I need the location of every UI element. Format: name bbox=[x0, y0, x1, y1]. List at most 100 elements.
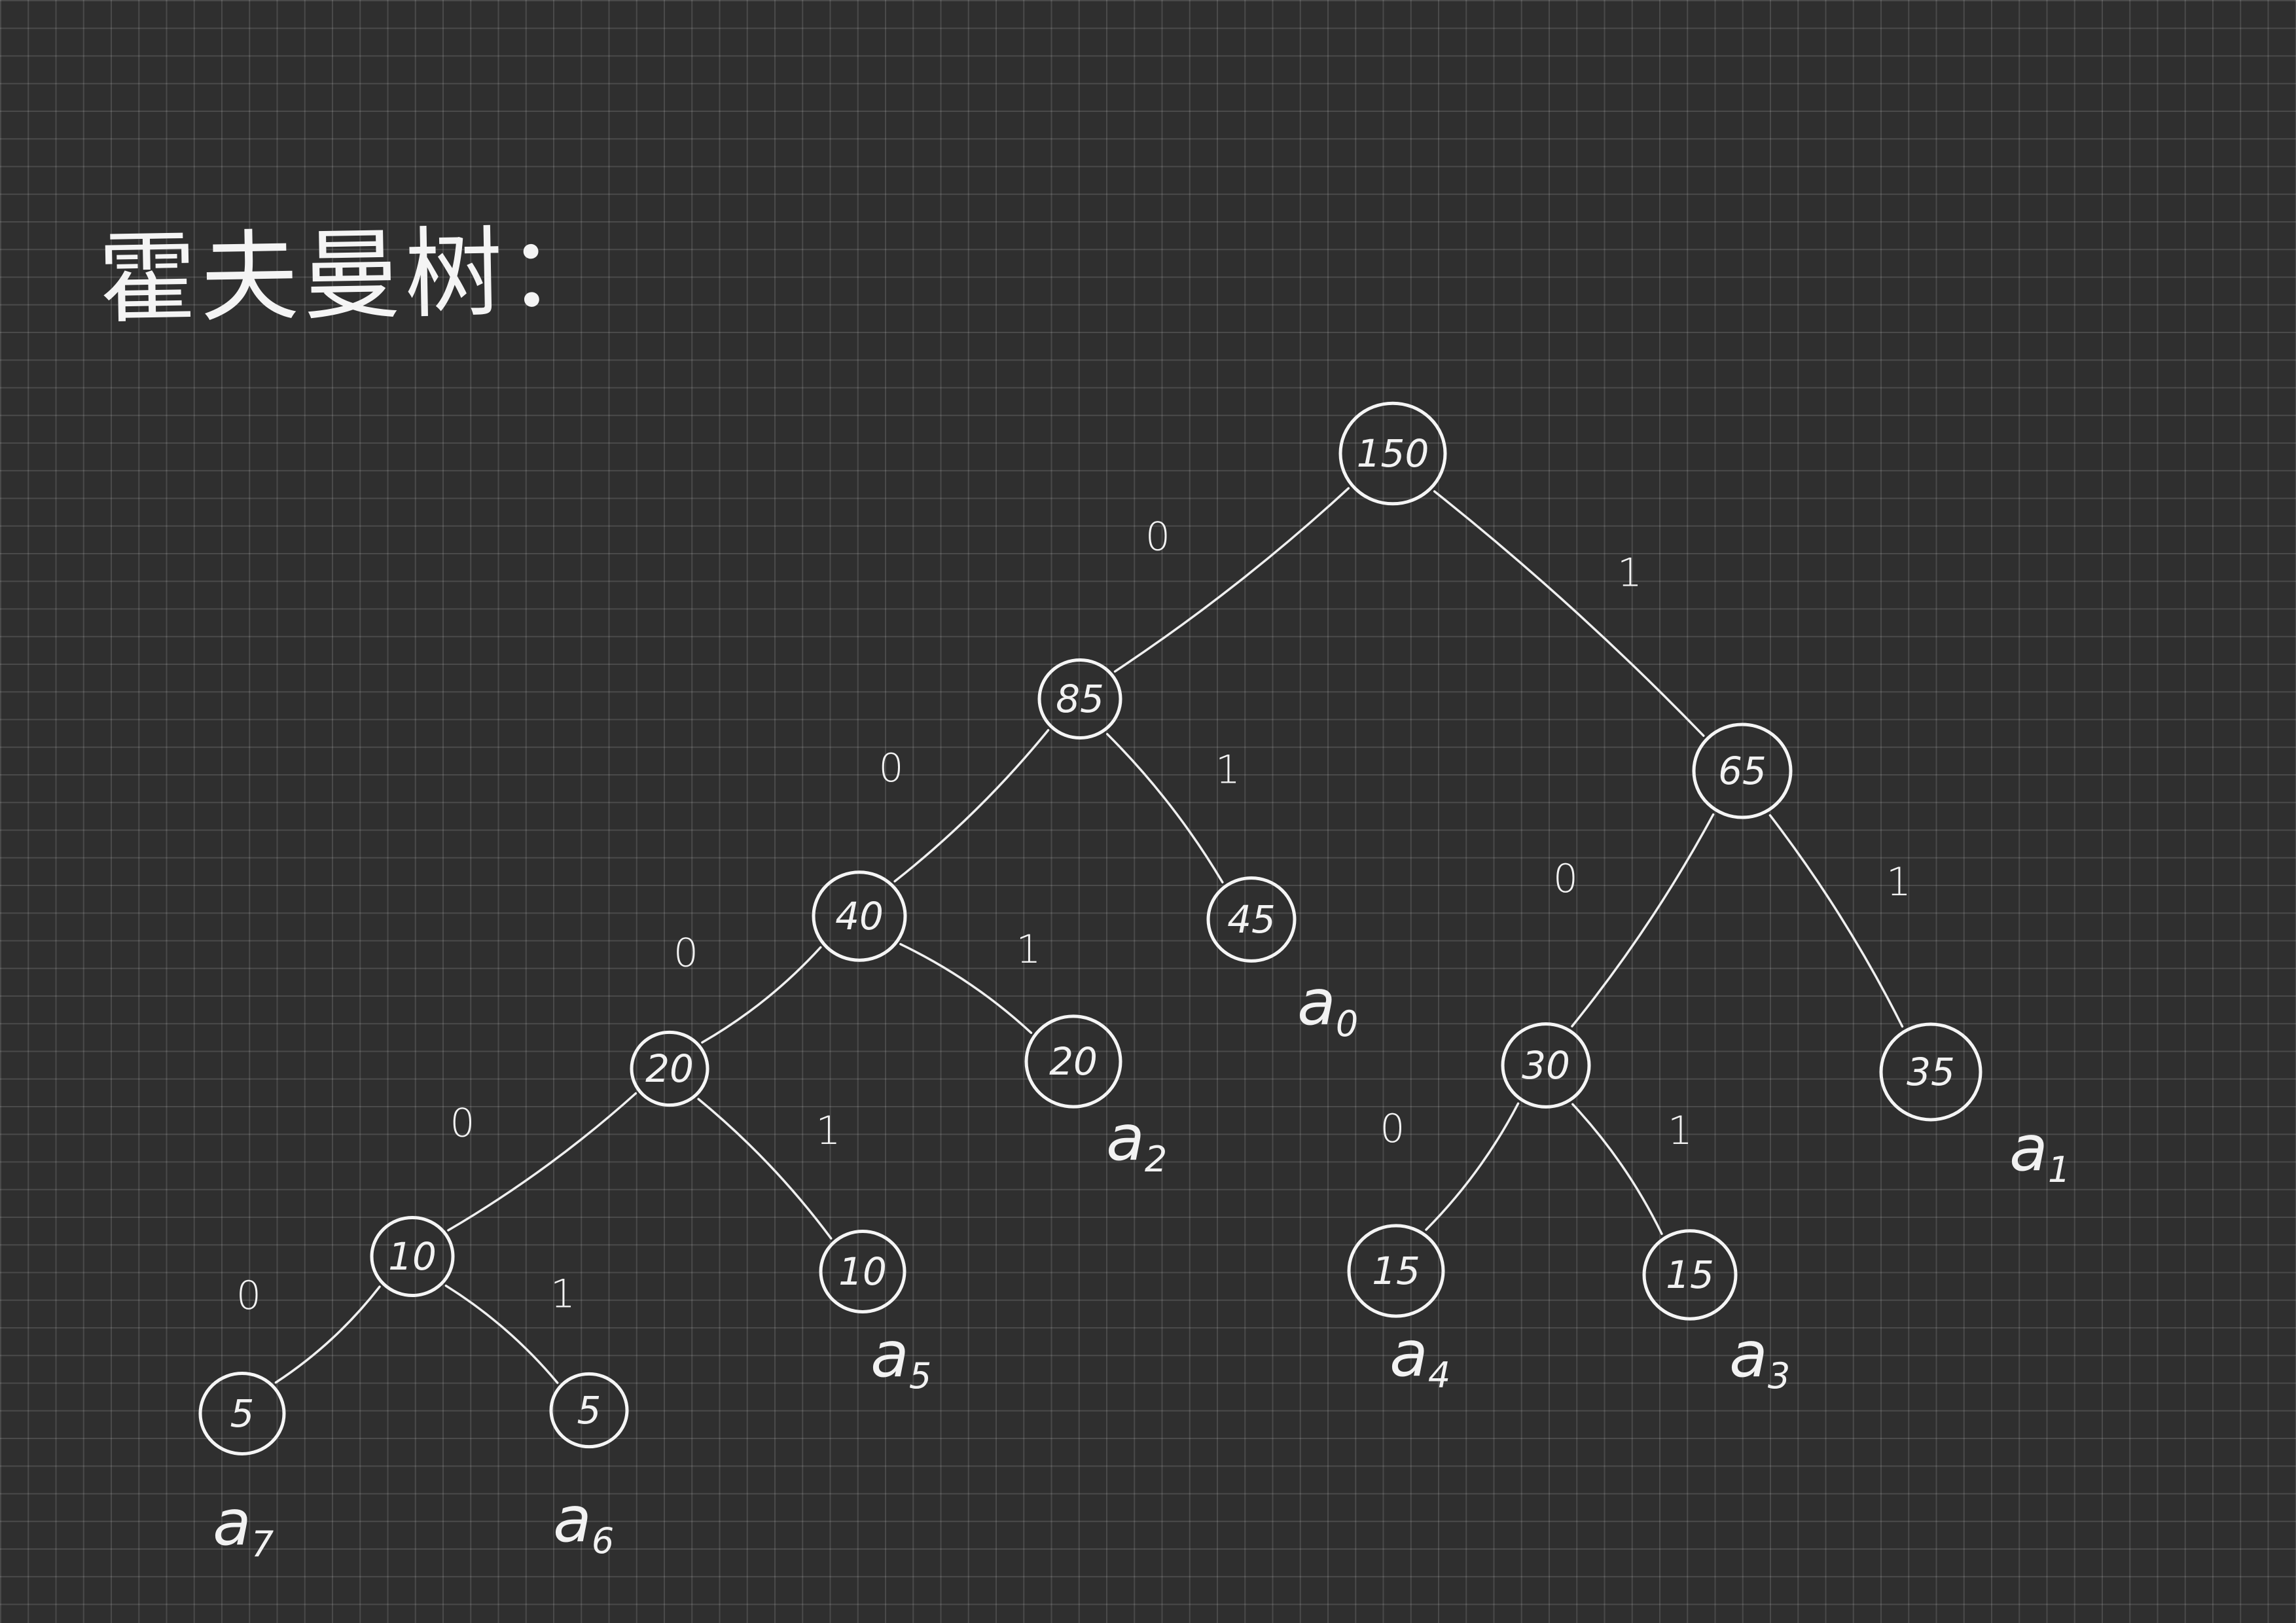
node-value: 30 bbox=[1522, 1043, 1570, 1088]
leaf-letter: a bbox=[213, 1486, 251, 1560]
node-circle bbox=[1642, 1229, 1738, 1321]
leaf-letter: a bbox=[1729, 1318, 1768, 1391]
node-circle bbox=[1206, 876, 1297, 963]
edge-bit-n85-n45: 1 bbox=[1215, 747, 1240, 793]
edge-bit-n150-n65: 1 bbox=[1617, 550, 1642, 596]
edge-bit-n20a-n10b: 1 bbox=[816, 1108, 840, 1154]
node-circle bbox=[1879, 1022, 1982, 1122]
leaf-letter: a bbox=[553, 1483, 592, 1556]
edge-n30-n15b bbox=[1571, 1103, 1663, 1236]
leaf-letter: a bbox=[1390, 1317, 1428, 1391]
edge-bit-n10a-n5a: 0 bbox=[236, 1273, 261, 1319]
leaf-subscript: 0 bbox=[1336, 1003, 1358, 1044]
leaf-label-n15a: a4 bbox=[1390, 1317, 1450, 1396]
edge-n85-n45 bbox=[1105, 732, 1224, 883]
edge-bit-n40-n20b: 1 bbox=[1016, 927, 1041, 972]
tree-node-n65: 65 bbox=[1692, 722, 1793, 819]
edge-n20a-n10a bbox=[447, 1092, 637, 1232]
leaf-subscript: 4 bbox=[1428, 1355, 1450, 1396]
node-value: 35 bbox=[1907, 1050, 1955, 1094]
edge-bit-n30-n15b: 1 bbox=[1668, 1108, 1693, 1154]
node-value: 65 bbox=[1718, 749, 1767, 793]
node-value: 5 bbox=[230, 1391, 255, 1436]
edge-n85-n40 bbox=[893, 728, 1050, 883]
edge-bit-n85-n40: 0 bbox=[878, 745, 903, 791]
leaf-letter: a bbox=[2009, 1112, 2048, 1185]
leaf-letter: a bbox=[870, 1318, 909, 1391]
leaf-subscript: 3 bbox=[1768, 1355, 1790, 1397]
leaf-label-n45: a0 bbox=[1297, 966, 1358, 1044]
edges-layer bbox=[274, 487, 1904, 1384]
leaf-subscript: 2 bbox=[1145, 1139, 1167, 1180]
node-value: 45 bbox=[1227, 897, 1276, 942]
tree-node-n5a: 5 bbox=[198, 1372, 286, 1455]
tree-node-n20b: 20 bbox=[1024, 1014, 1122, 1109]
leaf-letter: a bbox=[1106, 1101, 1145, 1175]
edge-bit-n10a-n5b: 1 bbox=[550, 1272, 575, 1317]
node-circle bbox=[1024, 1014, 1122, 1109]
node-value: 150 bbox=[1357, 431, 1429, 476]
leaf-subscript: 1 bbox=[2048, 1149, 2070, 1190]
edge-n150-n65 bbox=[1433, 490, 1705, 737]
edge-n10a-n5a bbox=[274, 1285, 381, 1384]
edge-bit-n65-n35: 1 bbox=[1886, 859, 1911, 905]
edge-bit-n150-n85: 0 bbox=[1145, 514, 1170, 560]
node-circle bbox=[549, 1372, 629, 1449]
node-circle bbox=[370, 1215, 455, 1298]
tree-node-n150: 150 bbox=[1338, 401, 1447, 506]
edge-n40-n20a bbox=[701, 946, 822, 1044]
node-value: 40 bbox=[835, 894, 884, 938]
edge-bit-n40-n20a: 0 bbox=[673, 931, 698, 976]
node-value: 10 bbox=[838, 1249, 887, 1294]
node-value: 20 bbox=[1049, 1039, 1098, 1084]
edge-n40-n20b bbox=[899, 942, 1033, 1034]
leaf-letter: a bbox=[1297, 966, 1336, 1039]
leaf-label-n5b: a6 bbox=[553, 1483, 614, 1561]
node-circle bbox=[1692, 722, 1793, 819]
leaf-label-n5a: a7 bbox=[213, 1486, 274, 1565]
leaf-label-n35: a1 bbox=[2009, 1112, 2070, 1190]
leaf-subscript: 7 bbox=[251, 1524, 274, 1565]
tree-node-n15b: 15 bbox=[1642, 1229, 1738, 1321]
node-value: 10 bbox=[388, 1234, 437, 1279]
edge-n65-n35 bbox=[1768, 814, 1904, 1028]
edge-bit-n20a-n10a: 0 bbox=[450, 1101, 475, 1147]
tree-node-n5b: 5 bbox=[549, 1372, 629, 1449]
node-circle bbox=[1037, 658, 1122, 740]
node-circle bbox=[1347, 1224, 1445, 1318]
tree-node-n10a: 10 bbox=[370, 1215, 455, 1298]
node-circle bbox=[1501, 1022, 1591, 1109]
edge-n20a-n10b bbox=[697, 1097, 833, 1240]
edge-n150-n85 bbox=[1113, 487, 1350, 673]
node-circle bbox=[812, 870, 907, 962]
node-value: 20 bbox=[645, 1046, 694, 1091]
node-circle bbox=[198, 1372, 286, 1455]
node-circle bbox=[630, 1030, 709, 1107]
tree-node-n85: 85 bbox=[1037, 658, 1122, 740]
tree-node-n15a: 15 bbox=[1347, 1224, 1445, 1318]
leaf-subscript: 6 bbox=[592, 1520, 614, 1561]
leaf-label-n10b: a5 bbox=[870, 1318, 931, 1397]
node-circle bbox=[1338, 401, 1447, 506]
tree-node-n40: 40 bbox=[812, 870, 907, 962]
tree-node-n35: 35 bbox=[1879, 1022, 1982, 1122]
edge-n30-n15a bbox=[1425, 1102, 1520, 1231]
node-value: 85 bbox=[1056, 677, 1104, 721]
tree-node-n20a: 20 bbox=[630, 1030, 709, 1107]
edge-bit-n30-n15a: 0 bbox=[1380, 1106, 1405, 1152]
leaf-subscript: 5 bbox=[909, 1355, 931, 1397]
edge-bit-n65-n30: 0 bbox=[1553, 856, 1578, 902]
leaf-label-n20b: a2 bbox=[1106, 1101, 1167, 1180]
node-circle bbox=[819, 1230, 906, 1313]
edge-n65-n30 bbox=[1571, 813, 1715, 1027]
leaf-label-n15b: a3 bbox=[1729, 1318, 1790, 1397]
node-value: 5 bbox=[577, 1388, 601, 1433]
edge-n10a-n5b bbox=[444, 1284, 559, 1384]
node-value: 15 bbox=[1666, 1253, 1714, 1297]
tree-node-n30: 30 bbox=[1501, 1022, 1591, 1109]
